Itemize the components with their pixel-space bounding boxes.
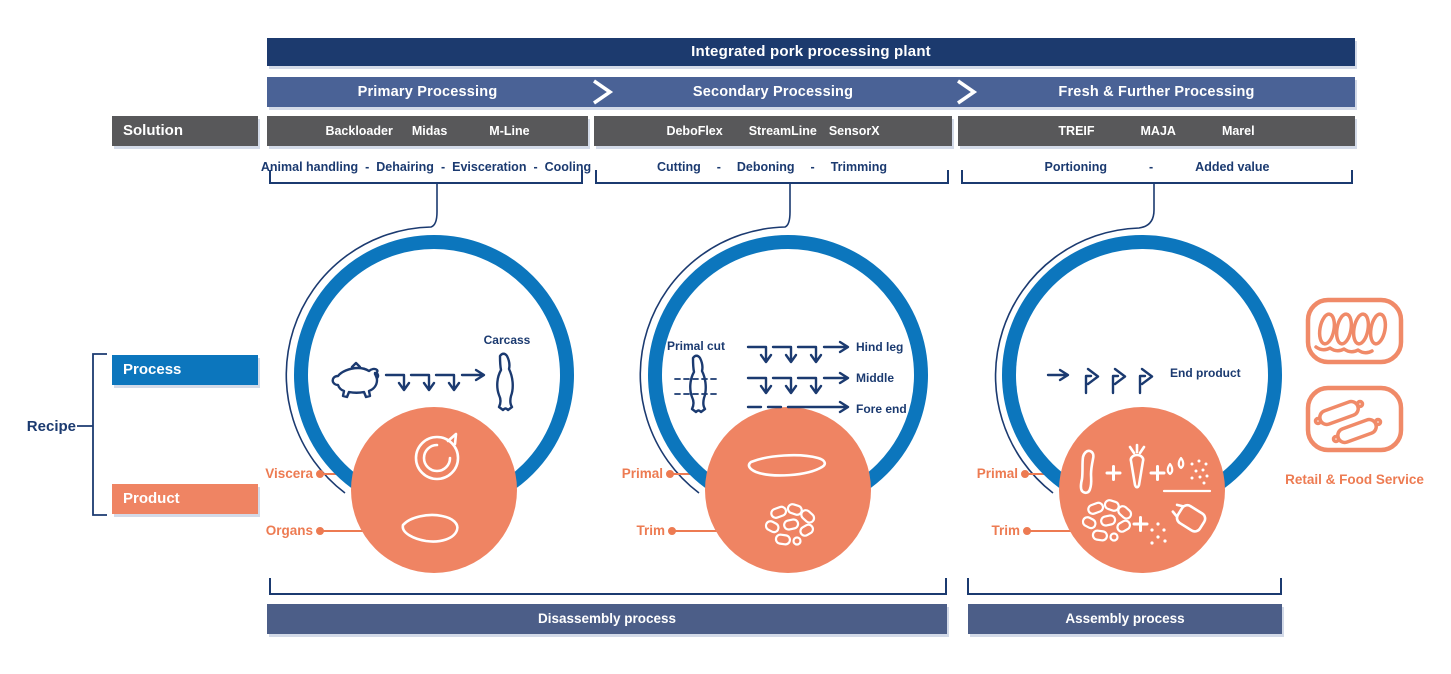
brand-bar-primary: Backloader Midas M-Line: [267, 116, 588, 146]
sausage-package-icon: [1305, 385, 1404, 453]
brand-mline: M-Line: [489, 124, 530, 138]
primal-cut-annotation: Primal cut: [666, 339, 726, 353]
step-label: Animal handling: [260, 160, 359, 174]
step-separator: -: [365, 160, 370, 174]
step-label: Cooling: [544, 160, 592, 174]
product-circle-fresh: [1059, 407, 1225, 573]
end-product-annotation: End product: [1170, 366, 1241, 380]
step-label: Deboning: [736, 160, 795, 174]
product-label-trim-fresh: Trim: [991, 523, 1020, 538]
product-circle-primary: [351, 407, 517, 573]
process-label: Process: [112, 355, 258, 385]
processing-header-band: [267, 77, 1355, 107]
brand-marel: Marel: [1221, 124, 1255, 138]
step-separator: -: [810, 160, 815, 174]
product-label-primal-fresh: Primal: [976, 466, 1018, 481]
brand-midas: Midas: [411, 124, 448, 138]
header-secondary-processing: Secondary Processing: [692, 84, 854, 100]
brand-deboflex: DeboFlex: [666, 124, 723, 138]
steps-secondary: Cutting - Deboning - Trimming: [596, 159, 948, 175]
brand-maja: MAJA: [1140, 124, 1176, 138]
step-label: Evisceration: [452, 160, 527, 174]
carcass-annotation: Carcass: [483, 333, 531, 347]
product-label-primal-secondary: Primal: [621, 466, 663, 481]
step-separator: -: [440, 160, 446, 174]
product-label: Product: [112, 484, 258, 514]
title-banner: Integrated pork processing plant: [267, 38, 1355, 66]
output-middle: Middle: [856, 371, 894, 385]
solution-label: Solution: [112, 116, 258, 146]
step-separator: -: [533, 160, 538, 174]
brand-sensorx: SensorX: [828, 124, 880, 138]
step-label: Dehairing: [376, 160, 434, 174]
step-label: Trimming: [830, 160, 887, 174]
brand-bar-fresh: TREIF MAJA Marel: [958, 116, 1355, 146]
output-hind-leg: Hind leg: [856, 340, 904, 354]
header-primary-processing: Primary Processing: [357, 84, 498, 100]
assembly-process-banner: Assembly process: [968, 604, 1282, 634]
disassembly-process-banner: Disassembly process: [267, 604, 947, 634]
product-label-trim-secondary: Trim: [636, 523, 665, 538]
steps-fresh: Portioning - Added value: [962, 159, 1352, 175]
recipe-label: Recipe: [26, 418, 76, 435]
steps-primary: Animal handling - Dehairing - Eviscerati…: [261, 159, 591, 175]
brand-streamline: StreamLine: [748, 124, 817, 138]
step-separator: -: [716, 160, 721, 174]
product-label-organs: Organs: [265, 523, 313, 538]
retail-food-service-label: Retail & Food Service: [1285, 472, 1424, 487]
brand-treif: TREIF: [1058, 124, 1095, 138]
header-fresh-further-processing: Fresh & Further Processing: [1058, 84, 1255, 100]
product-label-viscera: Viscera: [265, 466, 313, 481]
step-label: Portioning: [1044, 160, 1108, 174]
brand-bar-secondary: DeboFlex StreamLine SensorX: [594, 116, 952, 146]
product-circle-secondary: [705, 407, 871, 573]
brand-backloader: Backloader: [325, 124, 393, 138]
step-label: Added value: [1195, 160, 1270, 174]
step-label: Cutting: [657, 160, 701, 174]
step-separator: -: [1149, 160, 1154, 174]
sliced-meat-package-icon: [1305, 297, 1404, 365]
output-fore-end: Fore end: [856, 402, 907, 416]
